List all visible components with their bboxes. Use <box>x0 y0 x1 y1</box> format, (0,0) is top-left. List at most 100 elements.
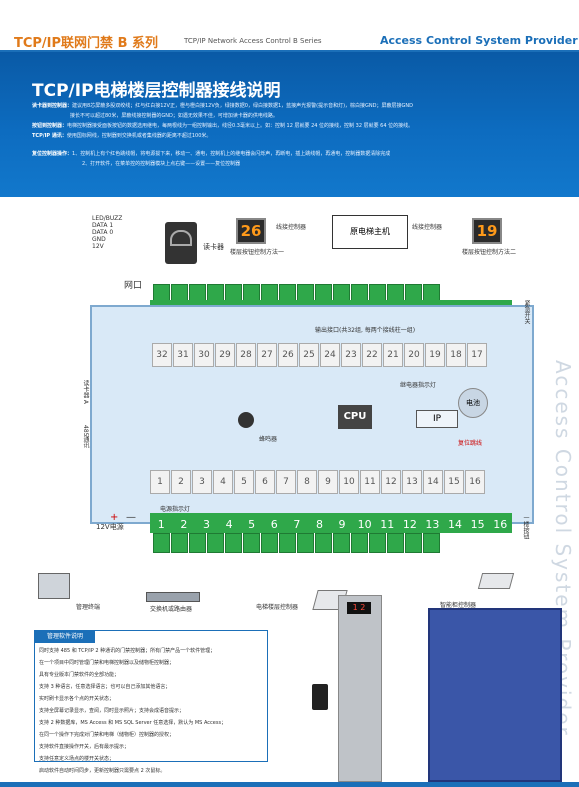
terminal-screw <box>423 533 440 553</box>
relay-number: 28 <box>236 343 256 367</box>
desc-line-1: 接长不可以超过80米，屏蔽线接控制器的GND；如遇无效果不佳，可增加读卡器的供电… <box>70 113 278 119</box>
terminal-number: 13 <box>425 518 440 531</box>
relay-number: 25 <box>299 343 319 367</box>
relay-number: 3 <box>192 470 212 494</box>
network-label: 网口 <box>124 281 143 291</box>
right-button-label: 楼层按钮控制方法二 <box>462 249 517 256</box>
terminal-number: 9 <box>338 518 346 531</box>
battery: 电池 <box>458 388 488 418</box>
relay-number: 18 <box>446 343 466 367</box>
reader-wire: DATA 1 <box>92 222 114 229</box>
emergency-label: 紧急开关 <box>523 300 530 324</box>
feature-item: 启动软件自动时间同步，更新控制器只需要点 2 次鼠标。 <box>39 768 166 774</box>
left-button-label: 楼层按钮控制方法一 <box>230 249 285 256</box>
terminal-screw <box>405 533 422 553</box>
buzzer-icon <box>238 412 254 428</box>
terminal-screw <box>153 533 170 553</box>
terminal-number: 8 <box>315 518 323 531</box>
relay-number: 7 <box>276 470 296 494</box>
relay-number: 14 <box>423 470 443 494</box>
smart-locker <box>428 608 562 782</box>
terminal-number: 12 <box>402 518 417 531</box>
floor-display-left: 26 <box>236 218 266 244</box>
terminal-number: 7 <box>293 518 301 531</box>
desc-line-2: 按钮到控制器：电梯控制器接受面板按钮的数据选用继电，每两根线为一组控制输出，线径… <box>32 123 414 129</box>
management-pc-label: 管理终端 <box>76 604 101 611</box>
relay-indicator-top: 继电器指示灯 <box>400 382 437 389</box>
elevator-panel: 1 2 <box>338 595 382 782</box>
comm-label: 485通讯 <box>82 425 89 449</box>
relay-number: 2 <box>171 470 191 494</box>
relay-number: 27 <box>257 343 277 367</box>
locker-controller-label: 智能柜控制器 <box>440 602 477 609</box>
top-bar <box>0 0 579 52</box>
floor-label: 一楼按钮 <box>522 515 529 539</box>
switch-icon <box>146 592 200 602</box>
relay-number: 29 <box>215 343 235 367</box>
software-features-panel: 管理软件说明 同时支持 485 和 TCP/IP 2 种通讯的门禁控制器；所有门… <box>34 630 268 774</box>
relay-number: 31 <box>173 343 193 367</box>
relay-number: 16 <box>465 470 485 494</box>
elevator-controller-label: 电梯楼层控制器 <box>256 604 299 611</box>
features-title: 管理软件说明 <box>35 631 95 643</box>
relay-number: 32 <box>152 343 172 367</box>
reader-wire: DATA 0 <box>92 229 114 236</box>
relay-number: 21 <box>383 343 403 367</box>
relay-number: 30 <box>194 343 214 367</box>
relay-number: 9 <box>318 470 338 494</box>
provider-title: Access Control System Provider <box>380 34 578 47</box>
relay-number: 15 <box>444 470 464 494</box>
relay-number: 10 <box>339 470 359 494</box>
bottom-rule <box>0 782 579 787</box>
page-title: TCP/IP电梯楼层控制器接线说明 <box>32 81 281 101</box>
relay-number: 13 <box>402 470 422 494</box>
terminal-number: 5 <box>248 518 256 531</box>
feature-item: 同时支持 485 和 TCP/IP 2 种通讯的门禁控制器；所有门禁产品一个软件… <box>39 648 216 654</box>
desc-line-0: 读卡器到控制器：建议用8芯屏蔽多股双绞线；红与红白接12V正，橙与橙白接12V负… <box>32 103 413 109</box>
terminal-screw <box>225 533 242 553</box>
relay-number: 24 <box>320 343 340 367</box>
cpu-chip: CPU <box>338 405 372 429</box>
minus-sign: — <box>126 512 136 523</box>
terminal-number: 2 <box>180 518 188 531</box>
left-wire-label: 线接控制器 <box>276 224 307 231</box>
card-reader <box>165 222 197 264</box>
terminal-screw <box>189 533 206 553</box>
relay-number: 26 <box>278 343 298 367</box>
terminal-screw <box>297 533 314 553</box>
switch-label: 交换机或路由器 <box>150 606 193 613</box>
desc-line-5: 2、打开软件，在菜单控的控制器模块上点右键——设置——复位控制器 <box>82 161 241 167</box>
terminal-screw <box>387 533 404 553</box>
reader-label: 读卡器 <box>203 243 224 251</box>
terminal-number: 14 <box>448 518 463 531</box>
terminal-number: 3 <box>202 518 210 531</box>
relay-number: 20 <box>404 343 424 367</box>
relay-number: 12 <box>381 470 401 494</box>
reader-wire: 12V <box>92 243 104 250</box>
terminal-screw <box>351 533 368 553</box>
relay-number: 19 <box>425 343 445 367</box>
wall-reader-icon <box>312 684 328 710</box>
feature-list: 同时支持 485 和 TCP/IP 2 种通讯的门禁控制器；所有门禁产品一个软件… <box>39 647 226 779</box>
right-wire-label: 线接控制器 <box>412 224 443 231</box>
computer-icon <box>38 573 70 599</box>
reader-wire-list: LED/BUZZ DATA 1 DATA 0 GND 12V <box>92 215 122 250</box>
terminal-number: 6 <box>270 518 278 531</box>
relay-number: 22 <box>362 343 382 367</box>
top-rule <box>0 50 579 52</box>
relay-number: 11 <box>360 470 380 494</box>
output-label: 输出接口(共32组, 每两个接线柱一组) <box>315 327 416 334</box>
relay-number: 4 <box>213 470 233 494</box>
relay-number: 1 <box>150 470 170 494</box>
feature-item: 支持任意定义场点的楼开关状态； <box>39 756 115 762</box>
terminal-number: 16 <box>493 518 508 531</box>
relay-number: 17 <box>467 343 487 367</box>
relay-number: 6 <box>255 470 275 494</box>
bottom-terminal-strip <box>153 533 440 553</box>
reader-a-label: 读卡器 A <box>82 380 89 405</box>
terminal-number: 10 <box>357 518 372 531</box>
hero-banner <box>0 52 579 197</box>
